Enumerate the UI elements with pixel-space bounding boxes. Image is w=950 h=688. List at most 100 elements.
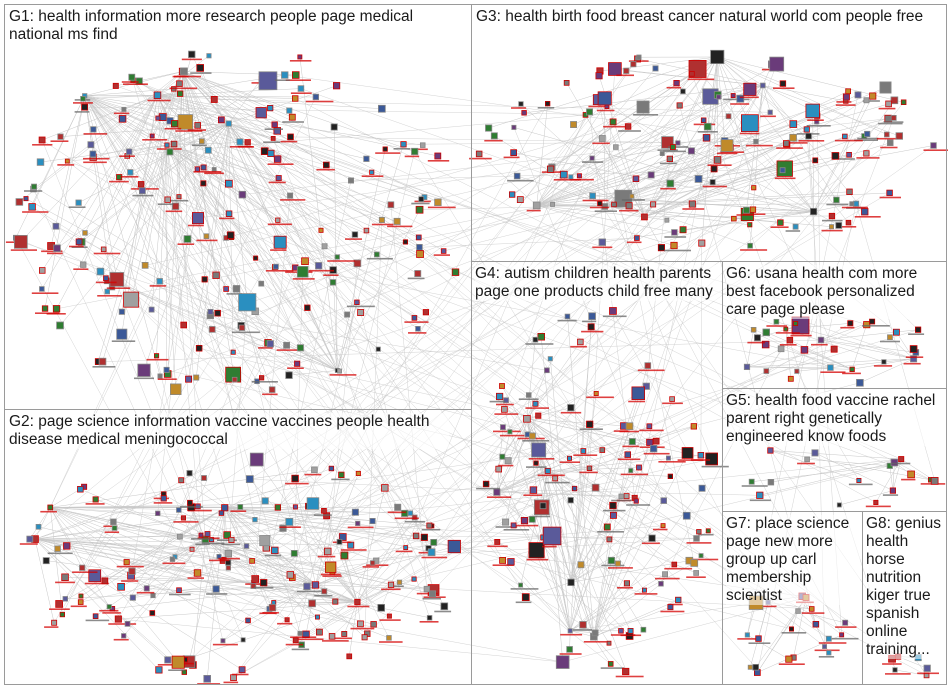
edge bbox=[496, 492, 630, 637]
node-avatar bbox=[910, 355, 918, 363]
node-avatar bbox=[271, 546, 279, 555]
node-label-mark bbox=[634, 593, 658, 595]
edge bbox=[570, 424, 590, 583]
node-avatar bbox=[75, 238, 83, 246]
node-label-mark bbox=[582, 320, 597, 323]
node-avatar bbox=[494, 539, 501, 545]
node-label-mark bbox=[774, 177, 796, 180]
node-avatar bbox=[842, 619, 849, 626]
group-title-g4: G4: autism children health parents page … bbox=[475, 265, 721, 301]
node-avatar bbox=[260, 579, 268, 587]
node-avatar bbox=[128, 73, 136, 81]
node-avatar bbox=[667, 604, 674, 611]
node-label-mark bbox=[663, 150, 687, 153]
node-avatar bbox=[881, 359, 887, 365]
node-avatar bbox=[539, 502, 547, 510]
node-avatar bbox=[426, 615, 433, 621]
node-avatar bbox=[321, 243, 328, 250]
node-label-mark bbox=[427, 160, 450, 162]
node-avatar bbox=[387, 581, 395, 588]
node-avatar bbox=[676, 102, 683, 109]
node-avatar bbox=[518, 101, 524, 107]
node-avatar bbox=[47, 504, 54, 511]
node-label-mark bbox=[687, 78, 715, 81]
node-label-mark bbox=[526, 466, 547, 468]
node-label-mark bbox=[218, 557, 240, 560]
node-avatar bbox=[828, 212, 836, 220]
node-avatar bbox=[500, 424, 506, 431]
edge bbox=[433, 470, 548, 591]
node-avatar bbox=[210, 96, 218, 103]
node-avatar bbox=[610, 511, 617, 519]
node-avatar bbox=[427, 548, 436, 557]
node-avatar bbox=[311, 466, 318, 474]
node-avatar bbox=[137, 363, 151, 377]
edge bbox=[305, 584, 316, 635]
node-avatar bbox=[138, 187, 146, 195]
node-avatar bbox=[579, 621, 587, 629]
edge bbox=[19, 95, 158, 203]
node-label-mark bbox=[109, 180, 129, 183]
node-avatar bbox=[915, 326, 922, 333]
node-avatar bbox=[507, 429, 513, 435]
node-avatar bbox=[267, 149, 275, 157]
edge bbox=[357, 517, 415, 603]
edge bbox=[156, 144, 168, 356]
node-avatar bbox=[696, 529, 702, 535]
node-label-mark bbox=[882, 663, 902, 665]
node-label-mark bbox=[305, 100, 334, 103]
edge bbox=[504, 409, 571, 631]
node-avatar bbox=[323, 547, 332, 556]
node-avatar bbox=[422, 309, 430, 316]
node-avatar bbox=[864, 130, 871, 138]
node-label-mark bbox=[169, 199, 189, 202]
node-avatar bbox=[57, 133, 64, 140]
node-avatar bbox=[597, 91, 612, 106]
edge bbox=[159, 204, 553, 282]
edge bbox=[589, 111, 635, 498]
node-label-mark bbox=[111, 340, 136, 342]
edge bbox=[205, 538, 392, 586]
edge bbox=[717, 56, 754, 188]
node-avatar bbox=[642, 587, 647, 593]
node-avatar bbox=[511, 124, 517, 130]
node-label-mark bbox=[643, 452, 670, 455]
node-avatar bbox=[52, 222, 60, 230]
node-avatar bbox=[186, 470, 193, 477]
node-avatar bbox=[595, 72, 603, 80]
node-label-mark bbox=[862, 100, 880, 102]
node-avatar bbox=[411, 147, 419, 156]
node-avatar bbox=[495, 392, 504, 401]
node-label-mark bbox=[291, 648, 310, 651]
edge bbox=[93, 95, 158, 130]
node-avatar bbox=[529, 432, 536, 440]
node-avatar bbox=[526, 392, 532, 398]
node-avatar bbox=[191, 212, 204, 225]
node-label-mark bbox=[545, 481, 570, 484]
edge bbox=[31, 95, 85, 208]
node-label-mark bbox=[221, 543, 241, 546]
node-avatar bbox=[747, 222, 753, 228]
node-label-mark bbox=[179, 506, 203, 508]
edge bbox=[166, 144, 398, 222]
node-avatar bbox=[523, 414, 531, 423]
node-avatar bbox=[607, 556, 616, 565]
node-label-mark bbox=[427, 206, 456, 209]
node-avatar bbox=[889, 487, 897, 494]
node-label-mark bbox=[507, 179, 534, 182]
edge bbox=[212, 204, 553, 330]
node-avatar bbox=[709, 179, 716, 186]
node-avatar bbox=[611, 201, 617, 208]
node-avatar bbox=[118, 115, 127, 123]
node-avatar bbox=[657, 244, 665, 252]
node-avatar bbox=[601, 203, 608, 210]
edge bbox=[34, 498, 164, 540]
node-avatar bbox=[849, 201, 855, 207]
edge bbox=[182, 71, 301, 348]
node-avatar bbox=[378, 216, 385, 223]
node-label-mark bbox=[498, 464, 514, 467]
node-avatar bbox=[744, 632, 750, 638]
edge bbox=[547, 455, 701, 472]
node-avatar bbox=[201, 475, 207, 481]
edge bbox=[205, 538, 368, 634]
